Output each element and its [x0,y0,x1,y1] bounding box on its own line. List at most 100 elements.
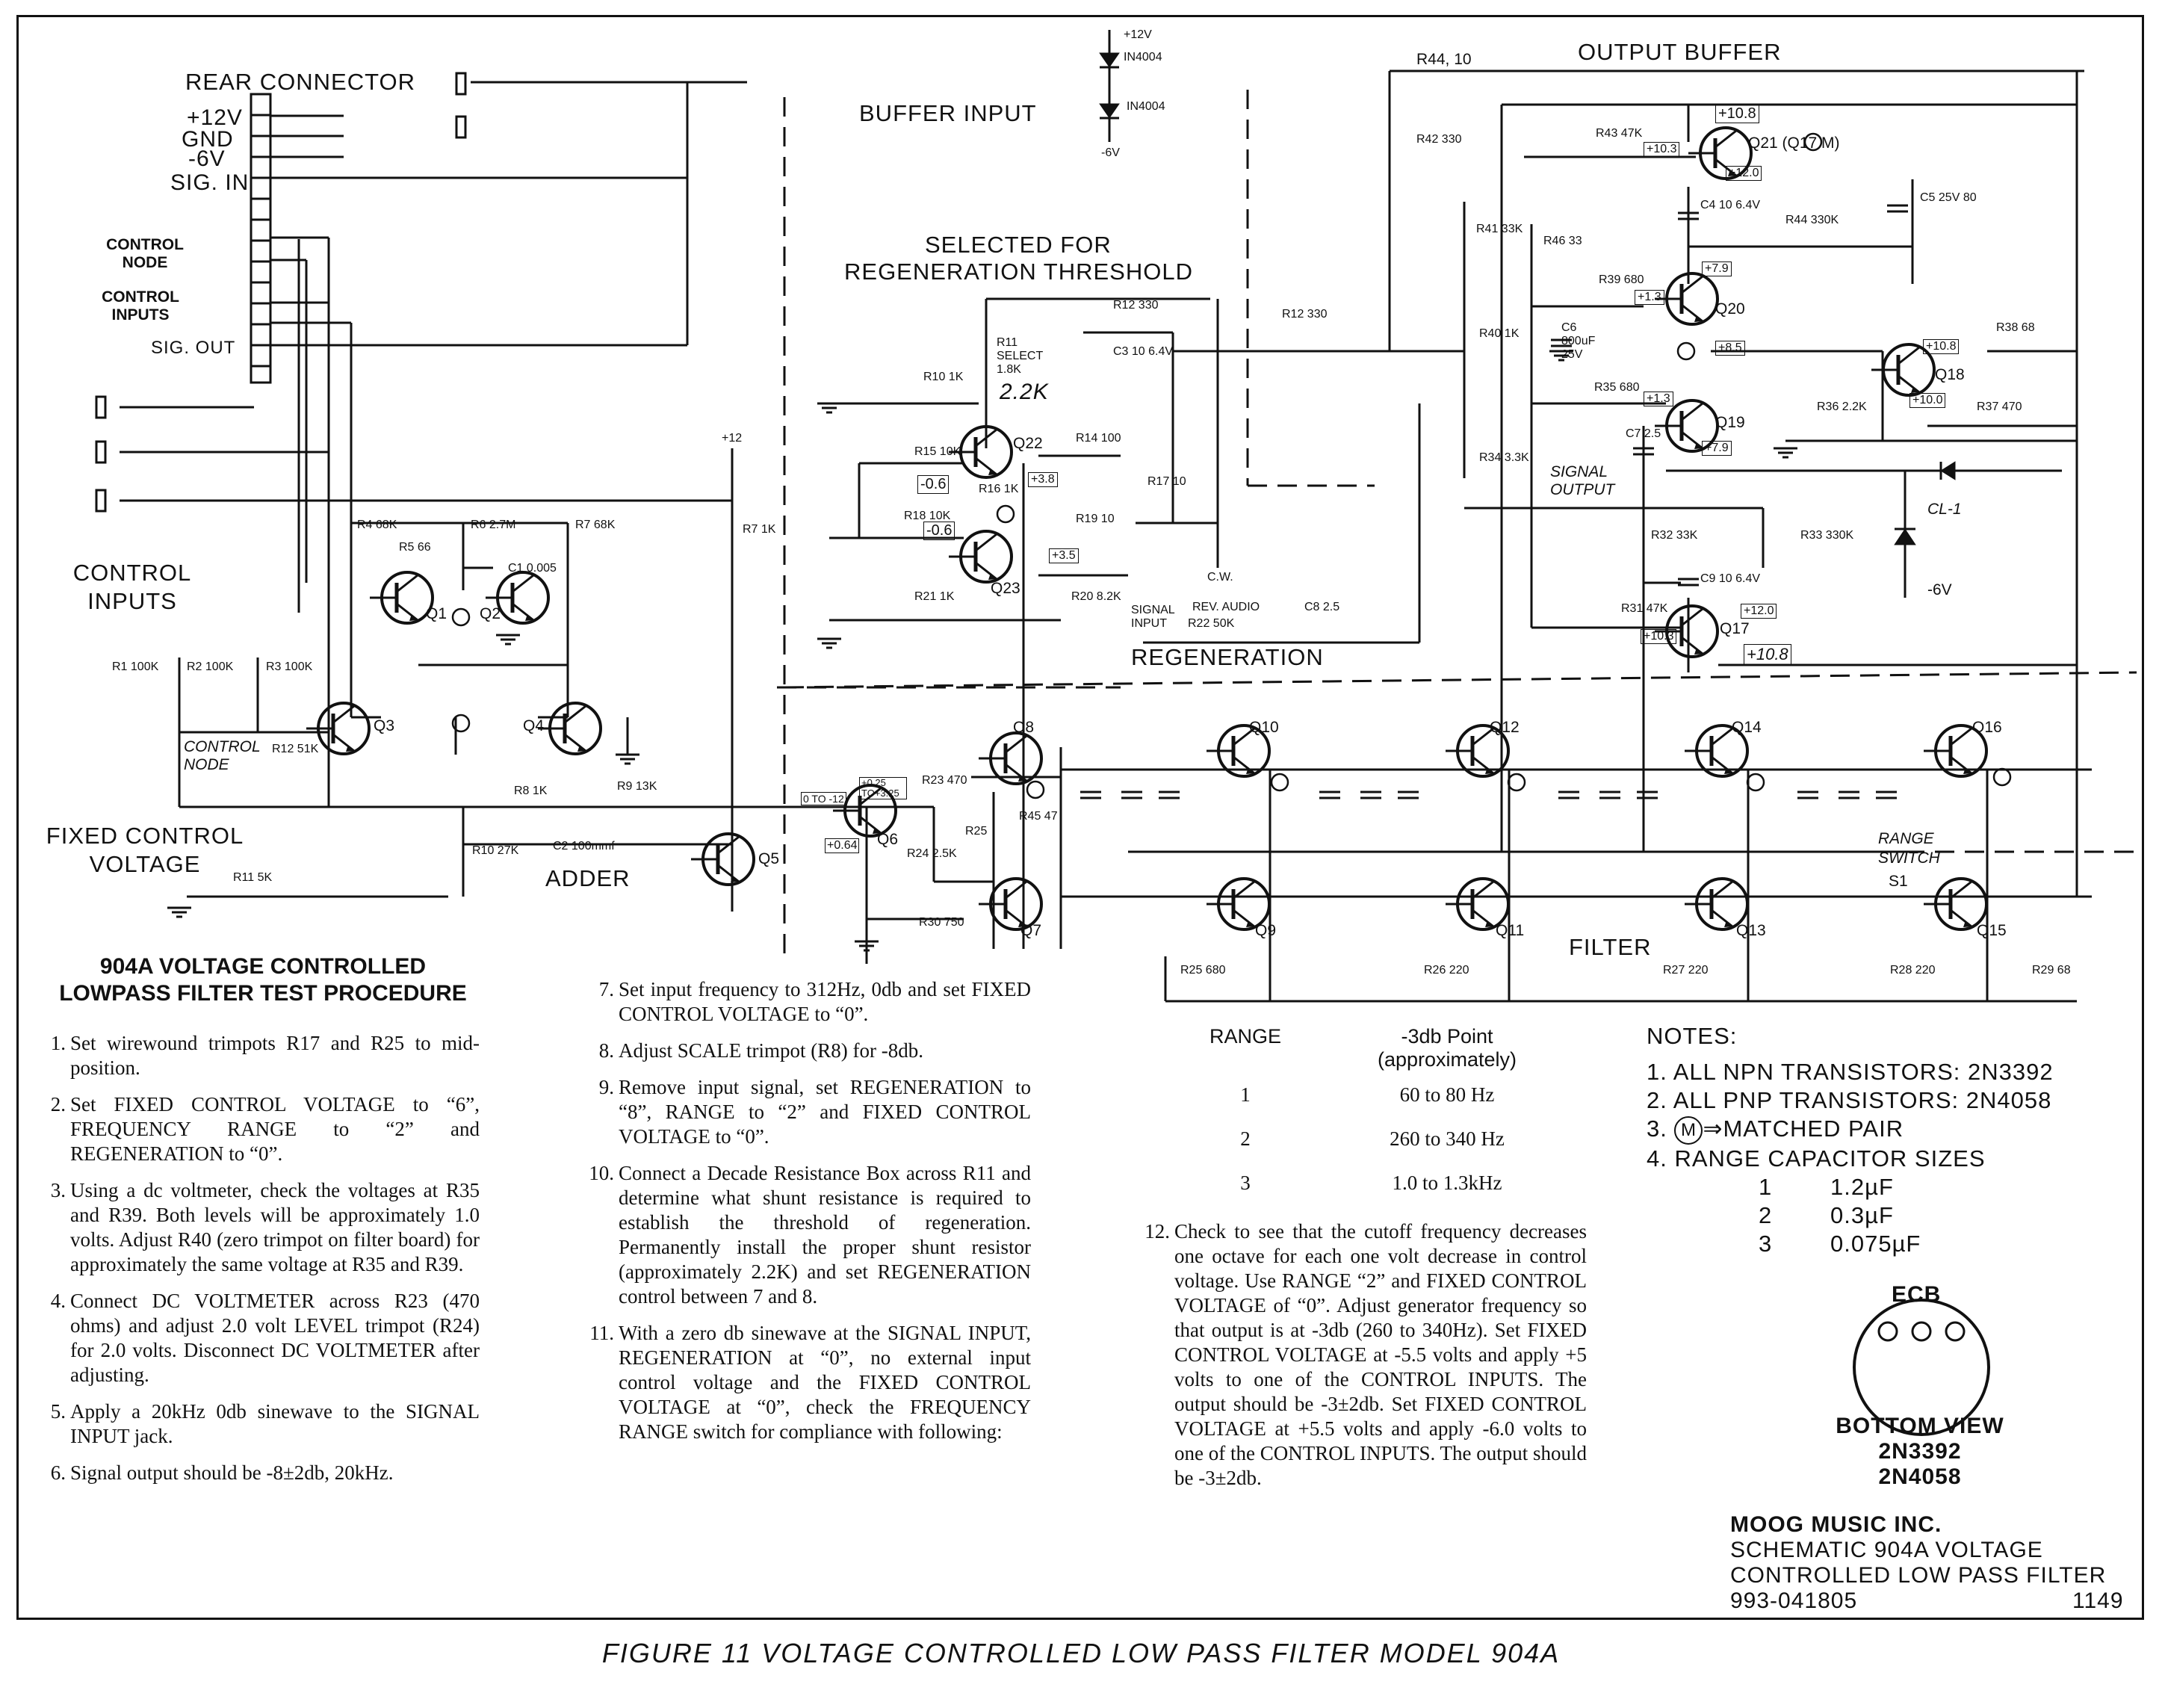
q14-label: Q14 [1732,719,1762,736]
range-cell: 2 [1240,1127,1251,1150]
procedure-title: 904A VOLTAGE CONTROLLED LOWPASS FILTER T… [34,953,492,1007]
p12v-label: +12V [1124,28,1152,41]
buffer-input-label: BUFFER INPUT [859,100,1037,126]
range-cell: 1 [1240,1083,1251,1106]
q15-label: Q15 [1977,922,2007,939]
d1-label: IN4004 [1124,51,1162,64]
voltage-tag: +1.3 [1635,290,1664,305]
procedure-step: 11.With a zero db sinewave at the SIGNAL… [583,1321,1031,1444]
r7b-label: R7 1K [743,523,776,536]
control-node-mid-label: CONTROL NODE [184,738,261,773]
bottom-view-label: BOTTOM VIEW [1836,1414,2004,1438]
step-text: Check to see that the cutoff frequency d… [1174,1220,1587,1489]
c8-label: C8 2.5 [1304,601,1340,613]
r12b-label: R12 330 [1113,299,1159,312]
step-number: 10. [589,1162,614,1184]
voltage-tag: +7.9 [1702,441,1732,456]
rev-audio-label: REV. AUDIO [1192,601,1260,613]
r17-label: R17 10 [1147,475,1186,488]
sig-out-label: SIG. OUT [151,338,236,358]
q18-label: Q18 [1935,366,1965,383]
step-number: 12. [1145,1220,1170,1243]
figure-caption: FIGURE 11 VOLTAGE CONTROLLED LOW PASS FI… [601,1638,1561,1668]
r8-label: R8 1K [514,785,548,797]
r11-label: R11 5K [233,871,273,884]
q2-label: Q2 [480,605,501,622]
r29-label: R29 68 [2032,964,2071,977]
r10b-label: R10 1K [923,371,964,383]
voltage-tag: +10.8 [1715,105,1759,123]
doc-number: 993-041805 [1730,1588,1858,1613]
step-number: 8. [598,1039,614,1062]
step-number: 3. [50,1179,66,1201]
voltage-tag: +12.0 [1741,604,1777,619]
r34-label: R34 3.3K [1479,451,1529,464]
r33-label: R33 330K [1800,529,1854,542]
r31-label: R31 47K [1621,602,1668,615]
signal-input-label: SIGNAL INPUT [1131,604,1175,630]
r18-label: R18 10K [904,510,951,522]
filter-label: FILTER [1569,934,1652,960]
voltage-tag: +12.0 [1726,166,1762,181]
regen-threshold-label: REGENERATION THRESHOLD [844,259,1193,285]
r28-label: R28 220 [1890,964,1936,977]
q7-label: Q7 [1020,922,1042,939]
r45-label: R45 47 [1019,810,1058,823]
r44-label: R44, 10 [1416,51,1472,68]
c2-label: C2 100mmf [553,840,615,853]
db-point-header: -3db Point (approximately) [1377,1025,1517,1071]
r1-label: R1 100K [112,660,159,673]
r39-label: R39 680 [1599,273,1644,286]
r12-label: R12 51K [272,743,319,755]
company-name: MOOG MUSIC INC. [1730,1512,1942,1537]
r20-label: R20 8.2K [1071,590,1121,603]
signal-output-label: SIGNAL OUTPUT [1550,463,1615,498]
step-number: 1. [50,1032,66,1054]
q19-label: Q19 [1715,414,1745,431]
r36-label: R36 2.2K [1817,400,1867,413]
step-text: Connect a Decade Resistance Box across R… [619,1162,1031,1308]
q22-label: Q22 [1013,435,1043,452]
cap-range: 2 [1759,1201,1773,1228]
cap-value: 0.075µF [1830,1230,1921,1257]
voltage-tag: +10.8 [1923,339,1960,354]
step-text: With a zero db sinewave at the SIGNAL IN… [619,1322,1031,1443]
r14-label: R14 100 [1076,432,1121,445]
q16-label: Q16 [1972,719,2002,736]
control-inputs-left-label: CONTROL INPUTS [102,288,179,324]
r37-label: R37 470 [1977,400,2022,413]
r32-label: R32 33K [1651,529,1698,542]
r25-label: R25 [965,825,988,838]
c4-label: C4 10 6.4V [1700,199,1761,211]
r21-label: R21 1K [914,590,955,603]
r7-label: R7 68K [575,519,616,531]
r3-label: R3 100K [266,660,313,673]
step-text: Apply a 20kHz 0db sinewave to the SIGNAL… [70,1400,480,1447]
q8-label: Q8 [1013,719,1035,736]
q13-label: Q13 [1736,922,1766,939]
r15-label: R15 10K [914,445,961,458]
procedure-step: 5.Apply a 20kHz 0db sinewave to the SIGN… [34,1399,480,1449]
step-text: Remove input signal, set REGENERATION to… [619,1076,1031,1148]
pin-gnd-label: GND [182,127,234,152]
voltage-tag: +0.25 TO+3.25 [859,777,907,799]
voltage-tag: +10.3 [1644,142,1680,157]
ecb-part2-label: 2N4058 [1878,1464,1962,1489]
pin-sigin-label: SIG. IN [170,170,250,195]
c1-label: C1 0.005 [508,562,557,575]
regeneration-label: REGENERATION [1131,644,1324,670]
r11-select-label: R11 SELECT 1.8K [997,336,1043,376]
pin-m6v-label: -6V [188,146,226,171]
q9-label: Q9 [1255,922,1277,939]
range-table-header: RANGE -3db Point (approximately) [1162,1024,1566,1073]
voltage-tag: +1.3 [1644,392,1673,406]
c9-label: C9 10 6.4V [1700,572,1761,585]
c5-label: C5 25V 80 [1920,191,1977,204]
output-buffer-label: OUTPUT BUFFER [1578,39,1782,65]
voltage-tag: 0 TO -12 [801,792,846,805]
